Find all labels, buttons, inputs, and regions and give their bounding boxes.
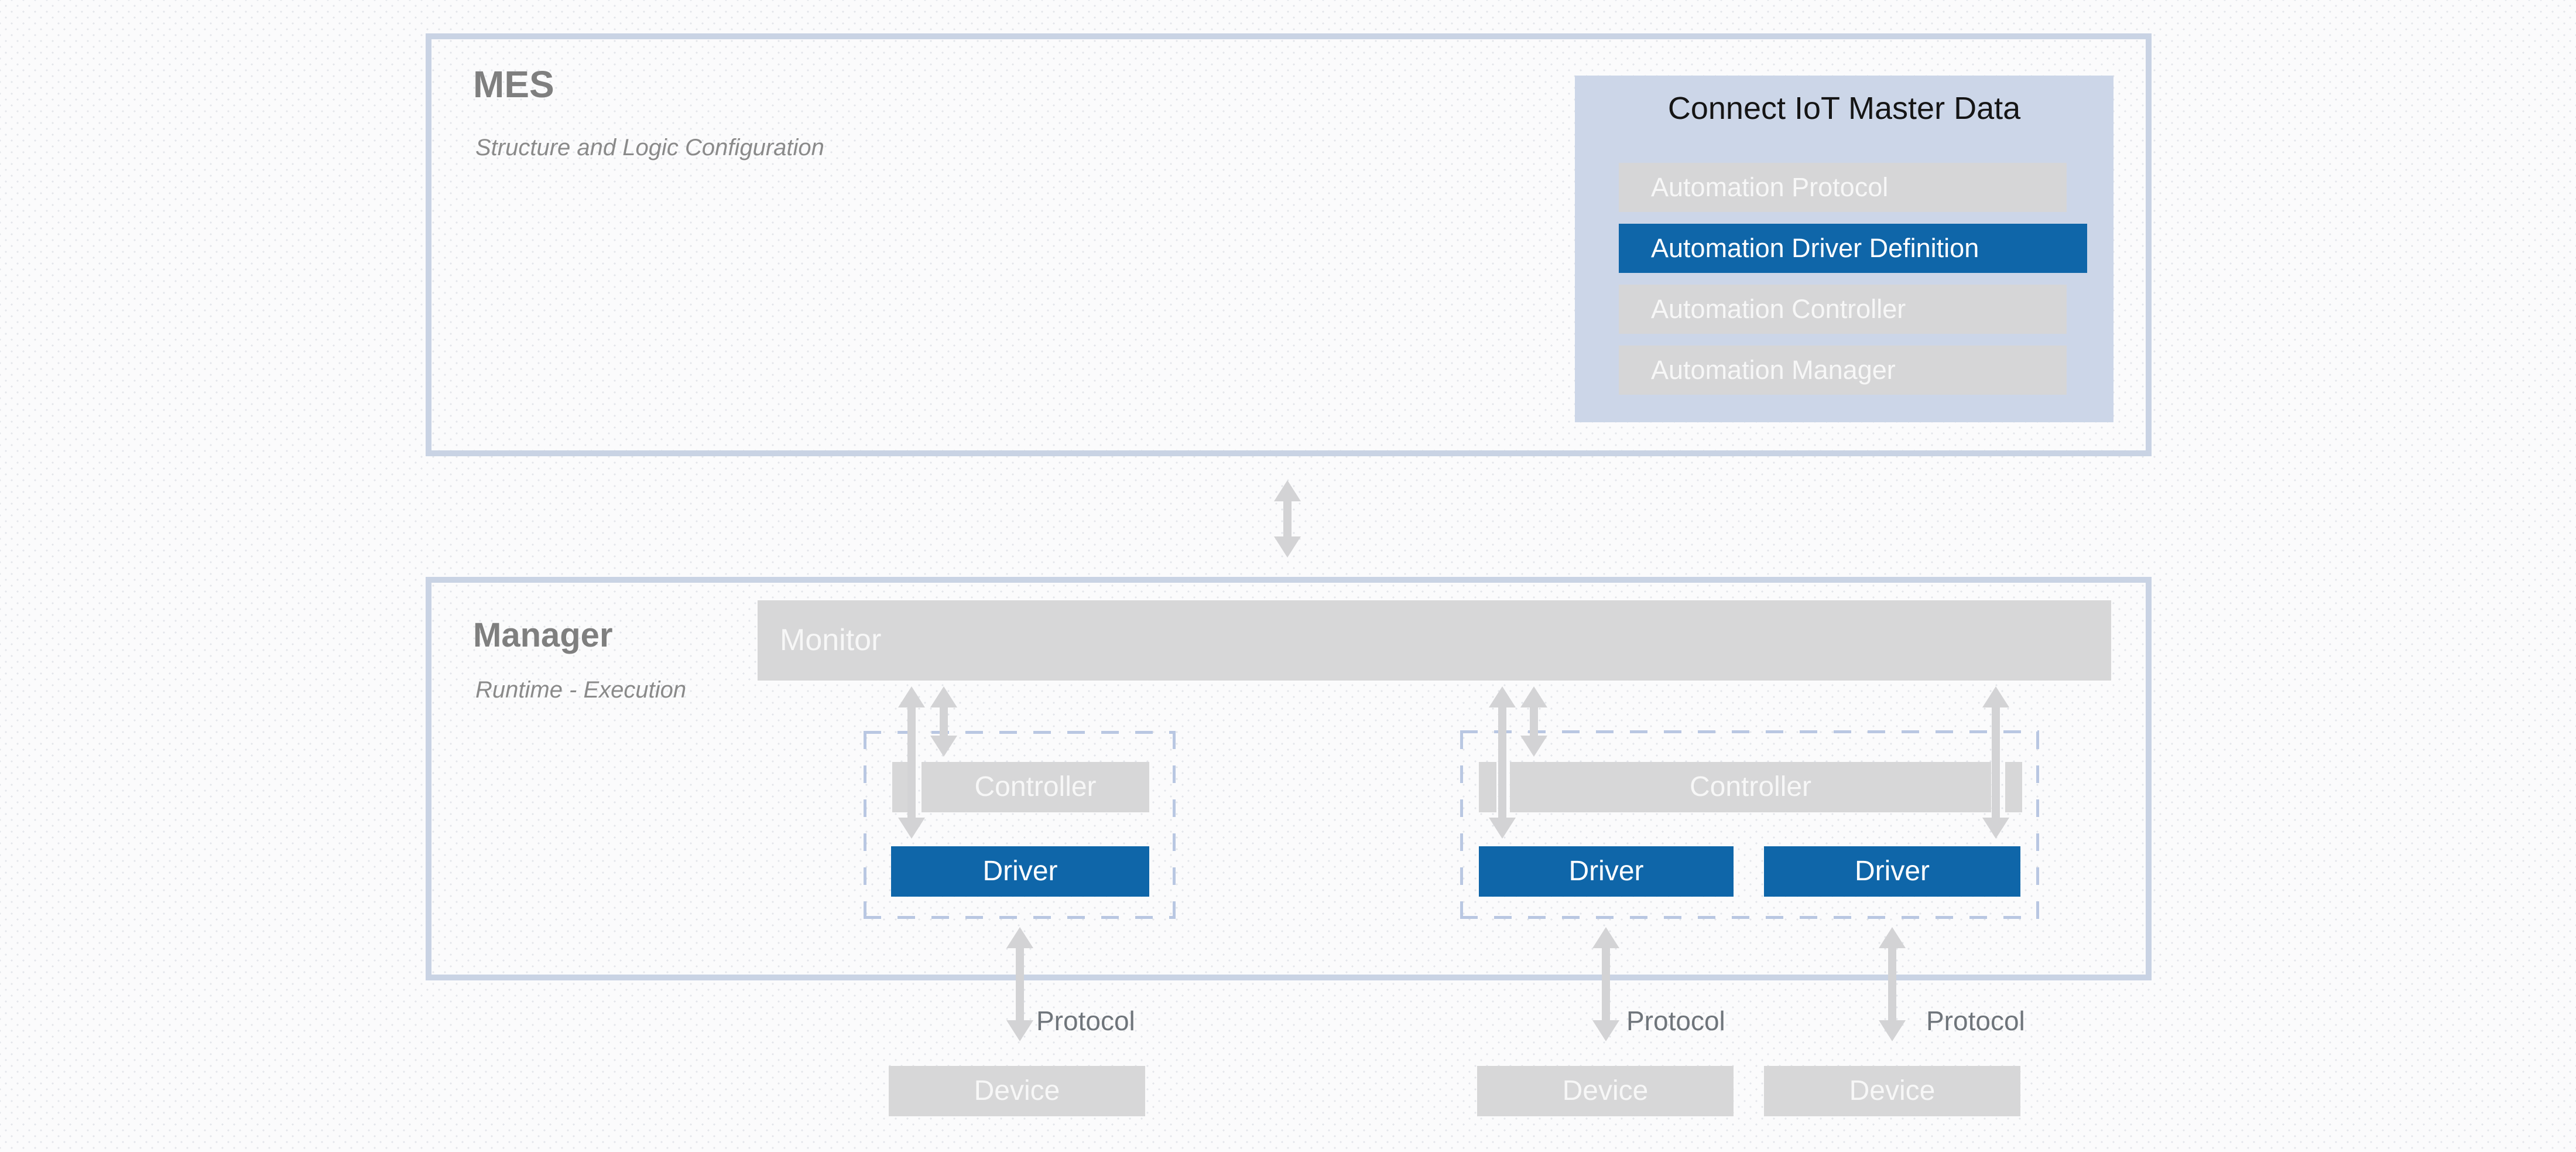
arrow-shaft (940, 698, 948, 745)
monitor-controller-long-arrow-icon (1489, 686, 1516, 839)
iot-item-automation-driver-definition: Automation Driver Definition (1619, 224, 2087, 273)
device-box: Device (1764, 1066, 2020, 1116)
protocol-label: Protocol (1926, 1006, 2025, 1036)
iot-item-automation-manager: Automation Manager (1619, 346, 2067, 395)
iot-item-automation-protocol: Automation Protocol (1619, 163, 2067, 212)
arrow-down-head-icon (1982, 818, 2009, 839)
arrow-down-head-icon (1006, 1020, 1033, 1041)
arrow-shaft (1602, 939, 1610, 1030)
driver-box: Driver (891, 846, 1149, 897)
controller-bar-segment (2005, 762, 2022, 812)
monitor-bar: Monitor (758, 600, 2111, 681)
arrow-shaft (1498, 698, 1506, 827)
driver-box: Driver (1479, 846, 1734, 897)
arrow-down-head-icon (1274, 536, 1301, 558)
protocol-arrow-icon (1592, 927, 1619, 1041)
arrow-down-head-icon (1489, 818, 1516, 839)
arrow-down-head-icon (898, 818, 925, 839)
arrow-shaft (1888, 939, 1896, 1030)
protocol-arrow-icon (1006, 927, 1033, 1041)
iot-master-data-panel: Connect IoT Master Data Automation Proto… (1575, 76, 2113, 422)
arrow-shaft (1283, 492, 1292, 546)
manager-title: Manager (473, 616, 613, 654)
protocol-label: Protocol (1626, 1006, 1725, 1036)
protocol-arrow-icon (1879, 927, 1906, 1041)
arrow-down-head-icon (1879, 1020, 1906, 1041)
arrow-shaft (1016, 939, 1024, 1030)
monitor-controller-long-arrow-icon (898, 686, 925, 839)
controller-bar: Controller (1510, 762, 1991, 812)
mes-title: MES (473, 63, 554, 105)
arrow-shaft (1992, 698, 2000, 827)
manager-box (426, 577, 2152, 980)
controller-bar-segment (892, 762, 907, 812)
arrow-down-head-icon (1520, 736, 1547, 757)
mes-manager-double-arrow-icon (1274, 480, 1301, 558)
arrow-down-head-icon (930, 736, 957, 757)
device-box: Device (889, 1066, 1145, 1116)
controller-bar-segment (1479, 762, 1496, 812)
arrow-shaft (1530, 698, 1538, 745)
monitor-controller-short-arrow-icon (930, 686, 957, 757)
device-box: Device (1477, 1066, 1734, 1116)
arrow-shaft (907, 698, 916, 827)
controller-bar: Controller (922, 762, 1149, 812)
driver-box: Driver (1764, 846, 2020, 897)
arrow-down-head-icon (1592, 1020, 1619, 1041)
mes-box (426, 33, 2152, 456)
mes-subtitle: Structure and Logic Configuration (475, 135, 824, 160)
manager-subtitle: Runtime - Execution (475, 677, 687, 703)
iot-panel-title: Connect IoT Master Data (1667, 91, 2021, 126)
monitor-controller-short-arrow-icon (1520, 686, 1547, 757)
monitor-controller-long-arrow-icon (1982, 686, 2009, 839)
protocol-label: Protocol (1036, 1006, 1135, 1036)
iot-item-automation-controller: Automation Controller (1619, 285, 2067, 334)
